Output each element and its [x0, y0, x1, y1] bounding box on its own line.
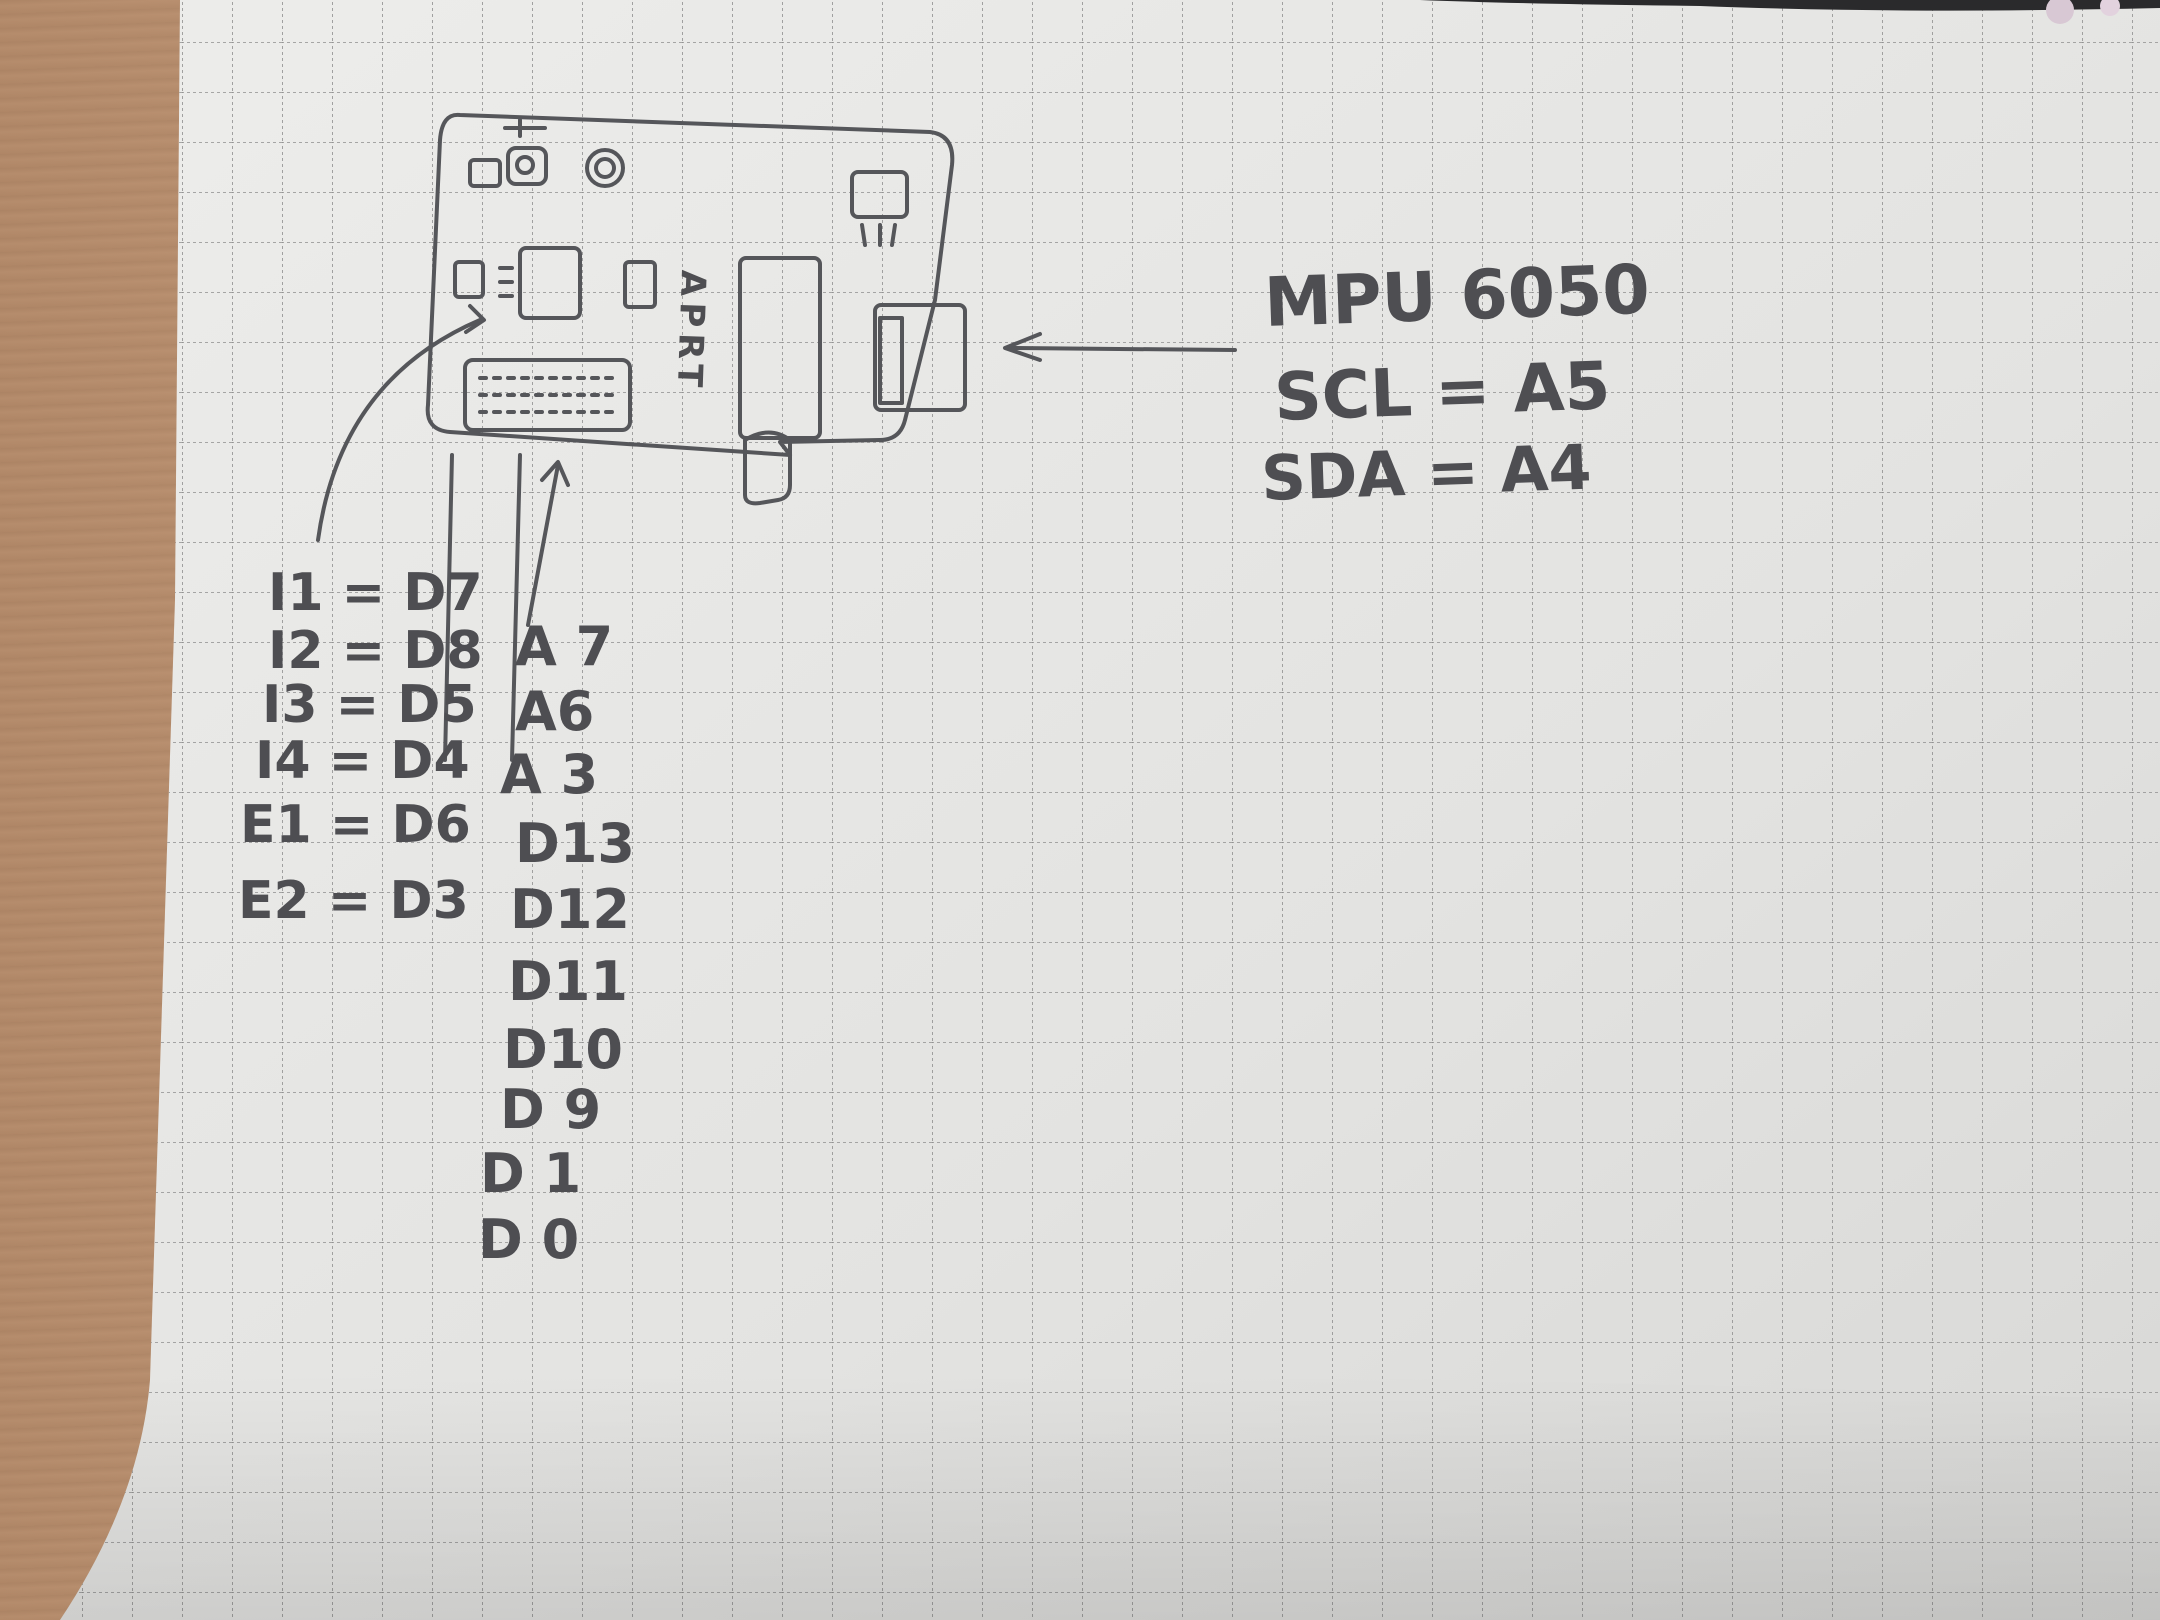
board-sketch: [316, 112, 1237, 762]
list-item: D 1: [480, 1142, 581, 1205]
dark-object: [1420, 0, 2160, 11]
list-item: A 3: [500, 743, 598, 806]
list-item: D 0: [478, 1208, 579, 1271]
list-item: I3 = D5: [262, 675, 477, 735]
list-item: A 7: [515, 615, 613, 678]
list-item: D10: [503, 1018, 623, 1081]
list-item: E1 = D6: [240, 795, 471, 855]
module-label: MPU 6050: [1263, 251, 1651, 343]
list-item: D13: [515, 812, 635, 875]
sda-line: SDA = A4: [1260, 431, 1593, 515]
left-pin-list: I1 = D7 I2 = D8 I3 = D5 I4 = D4 E1 = D6 …: [238, 563, 483, 931]
board-label: APRT: [669, 269, 713, 393]
list-item: D11: [508, 950, 628, 1013]
list-item: I2 = D8: [268, 621, 483, 681]
list-item: I1 = D7: [268, 563, 483, 623]
list-item: D 9: [500, 1078, 601, 1141]
right-pin-list: A 7 A6 A 3 D13 D12 D11 D10 D 9 D 1 D 0: [478, 615, 635, 1271]
scl-line: SCL = A5: [1273, 347, 1612, 436]
list-item: I4 = D4: [255, 731, 470, 791]
board-label-group: APRT: [669, 269, 713, 393]
list-item: D12: [510, 878, 630, 941]
list-item: E2 = D3: [238, 871, 469, 931]
list-item: A6: [515, 680, 594, 743]
